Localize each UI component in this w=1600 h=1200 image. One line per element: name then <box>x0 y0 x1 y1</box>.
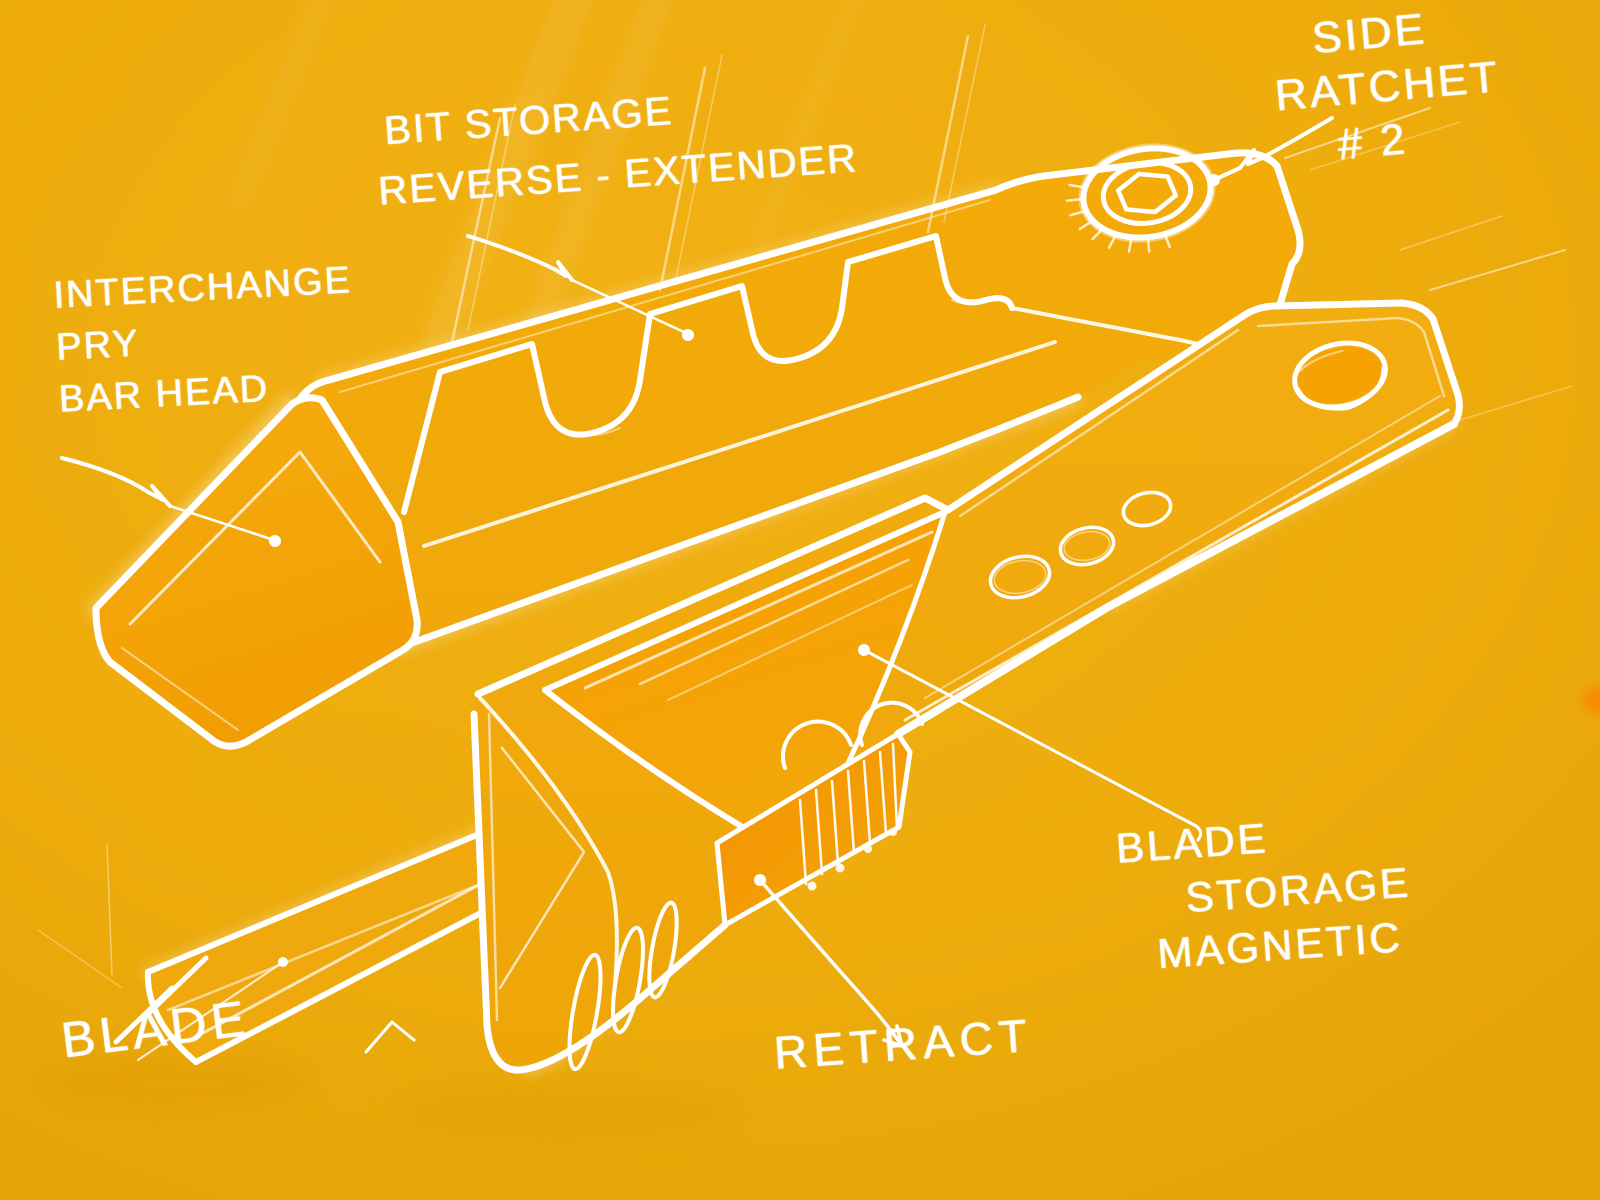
grip-dots <box>988 490 1173 600</box>
handle-end-cap-top <box>1239 299 1437 323</box>
hex-socket <box>1115 171 1179 215</box>
orange-hotspot <box>1584 688 1600 712</box>
leader-blade-storage <box>858 644 1203 842</box>
speed-lines-right <box>1399 215 1573 421</box>
upper-body-far-edge <box>294 149 1304 406</box>
notch-shadow-2 <box>764 351 816 361</box>
annotation-interchange-pry-bar-head: INTERCHANGE PRY BAR HEAD <box>52 254 358 425</box>
motion-streaks <box>450 24 1461 344</box>
handle-band-line-2 <box>924 395 1441 699</box>
leader-side-ratchet <box>1208 116 1334 186</box>
stored-blade-line-1 <box>638 558 910 686</box>
cavity-top-double-line <box>583 530 934 690</box>
slider-rib-tips <box>807 828 897 891</box>
handle-body <box>470 299 1463 1074</box>
handle-front-bottom-edge <box>470 710 729 1074</box>
upper-body-far-edge-hint <box>339 199 991 393</box>
leader-bit-storage <box>466 234 694 341</box>
notch-shadow-3 <box>951 299 991 305</box>
leader-blade <box>113 955 288 1061</box>
handle-end-inner-line <box>1256 316 1446 398</box>
leader-lines <box>60 116 1334 1061</box>
light-beams <box>227 0 864 359</box>
handle-bottom-edge <box>894 420 1458 738</box>
leader-interchange <box>60 456 281 547</box>
annotation-blade-storage-magnetic: BLADE STORAGE MAGNETIC <box>1114 802 1416 984</box>
magnet-dome-2 <box>858 700 924 747</box>
notch-shadow-1 <box>559 427 621 437</box>
slider-ridge <box>896 732 912 829</box>
blade-end-cap <box>144 969 199 1065</box>
front-panel-inner-triangle <box>498 746 586 990</box>
upper-body <box>294 24 1461 652</box>
cavity-face <box>545 512 945 860</box>
soft-shadows <box>40 734 740 1146</box>
end-hole <box>1292 340 1388 411</box>
cavity-top-edge <box>542 509 948 693</box>
handle-top-inner-line <box>958 328 1240 518</box>
grip-slots <box>567 900 679 1072</box>
pry-bar-head <box>92 394 421 750</box>
construction-line-d <box>37 929 123 989</box>
magnet-dome-1 <box>781 719 853 770</box>
annotation-side-ratchet: SIDE RATCHET # 2 <box>1268 0 1507 177</box>
front-panel-ridge <box>478 696 619 997</box>
blade-notch <box>364 1020 416 1054</box>
upper-body-bottom-edge <box>394 393 1082 652</box>
upper-body-crease <box>422 340 1057 548</box>
front-left-inner-line <box>487 712 499 1022</box>
stored-blade-line-2 <box>667 584 913 701</box>
pry-head-inner-line <box>128 450 382 626</box>
pry-head-face <box>92 394 421 750</box>
pry-head-thickness-line <box>121 647 239 731</box>
leader-retract <box>754 874 904 1048</box>
handle-top-edge <box>474 312 1247 698</box>
upper-body-face <box>300 152 1300 650</box>
slider-ribs <box>798 742 899 886</box>
construction-line-v <box>106 844 113 976</box>
handle-band-line-1 <box>903 408 1450 722</box>
